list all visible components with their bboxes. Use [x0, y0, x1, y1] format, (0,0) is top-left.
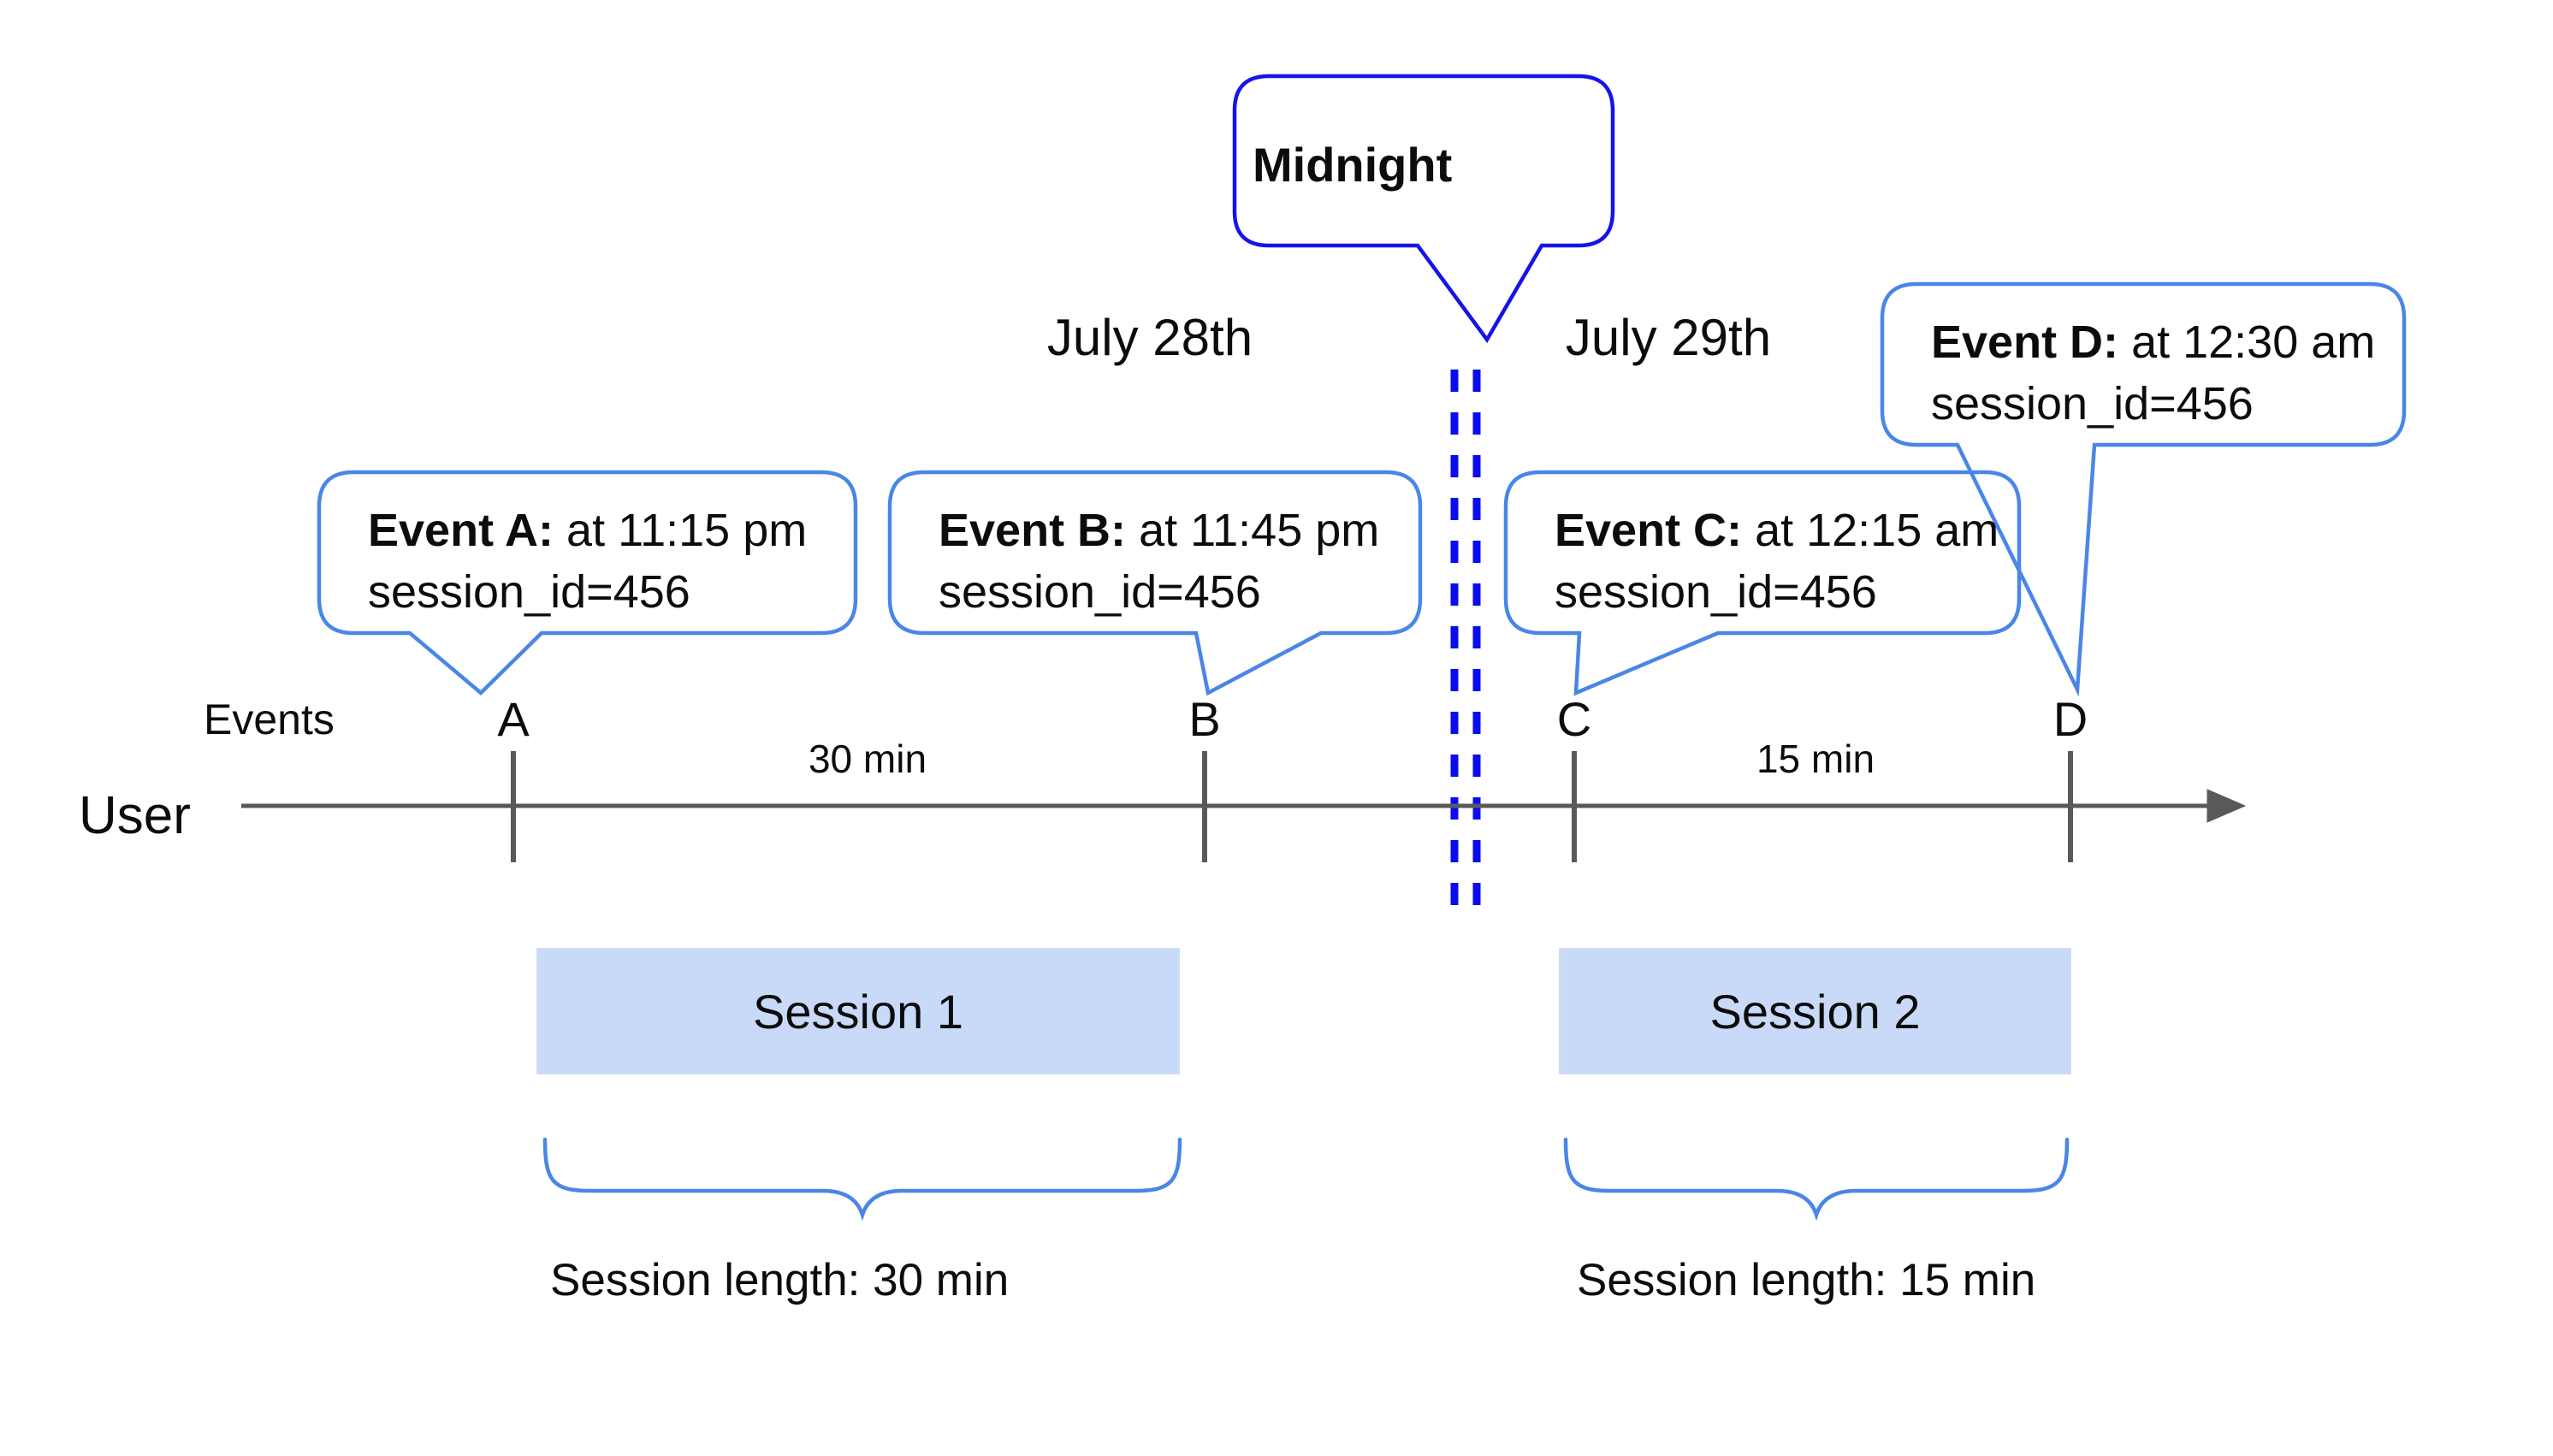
session-1-length-label: Session length: 30 min: [550, 1255, 1010, 1305]
event-a-bubble-text: Event A: at 11:15 pm session_id=456: [368, 500, 807, 623]
session-2-length-label: Session length: 15 min: [1577, 1255, 2036, 1305]
session-2-label: Session 2: [1709, 984, 1921, 1039]
session-2-brace: [1563, 1137, 2070, 1222]
event-b-line-2: session_id=456: [939, 566, 1261, 618]
event-d-bubble-text: Event D: at 12:30 am session_id=456: [1931, 311, 2375, 435]
event-b-line-1: Event B: at 11:45 pm: [939, 505, 1380, 556]
event-a-line-1: Event A: at 11:15 pm: [368, 505, 808, 556]
event-b-bubble-text: Event B: at 11:45 pm session_id=456: [939, 500, 1379, 623]
event-b-bubble-shape: [887, 470, 1423, 696]
event-c-line-2: session_id=456: [1555, 566, 1877, 618]
session-1-label: Session 1: [753, 984, 963, 1039]
timeline-arrow-head: [2206, 789, 2247, 823]
event-c-line-1: Event C: at 12:15 am: [1555, 505, 1999, 556]
event-letter-d: D: [2052, 692, 2088, 746]
event-letter-c: C: [1556, 692, 1592, 746]
interval-label-15-min: 15 min: [1756, 737, 1875, 781]
event-d-line-2: session_id=456: [1931, 378, 2254, 429]
event-d-line-1: Event D: at 12:30 am: [1931, 317, 2376, 368]
date-label-july-29: July 29th: [1565, 309, 1772, 366]
session-1-brace: [542, 1137, 1182, 1222]
user-axis-label: User: [79, 786, 191, 845]
event-a-bubble-shape: [317, 470, 858, 696]
event-a-line-2: session_id=456: [368, 566, 690, 618]
midnight-bubble-label: Midnight: [1253, 138, 1453, 192]
event-letter-a: A: [497, 692, 530, 746]
session-2-box: Session 2: [1559, 948, 2071, 1074]
midnight-bubble-shape: [1232, 74, 1615, 344]
bubble-fills: [319, 76, 2404, 693]
interval-label-30-min: 30 min: [808, 737, 927, 781]
event-letter-b: B: [1188, 692, 1221, 746]
events-row-label: Events: [204, 695, 335, 743]
event-c-bubble-shape: [1503, 470, 2022, 696]
date-label-july-28: July 28th: [1046, 309, 1253, 366]
session-1-box: Session 1: [536, 948, 1180, 1074]
event-d-bubble-shape: [1880, 281, 2407, 697]
event-c-bubble-text: Event C: at 12:15 am session_id=456: [1555, 500, 1999, 623]
